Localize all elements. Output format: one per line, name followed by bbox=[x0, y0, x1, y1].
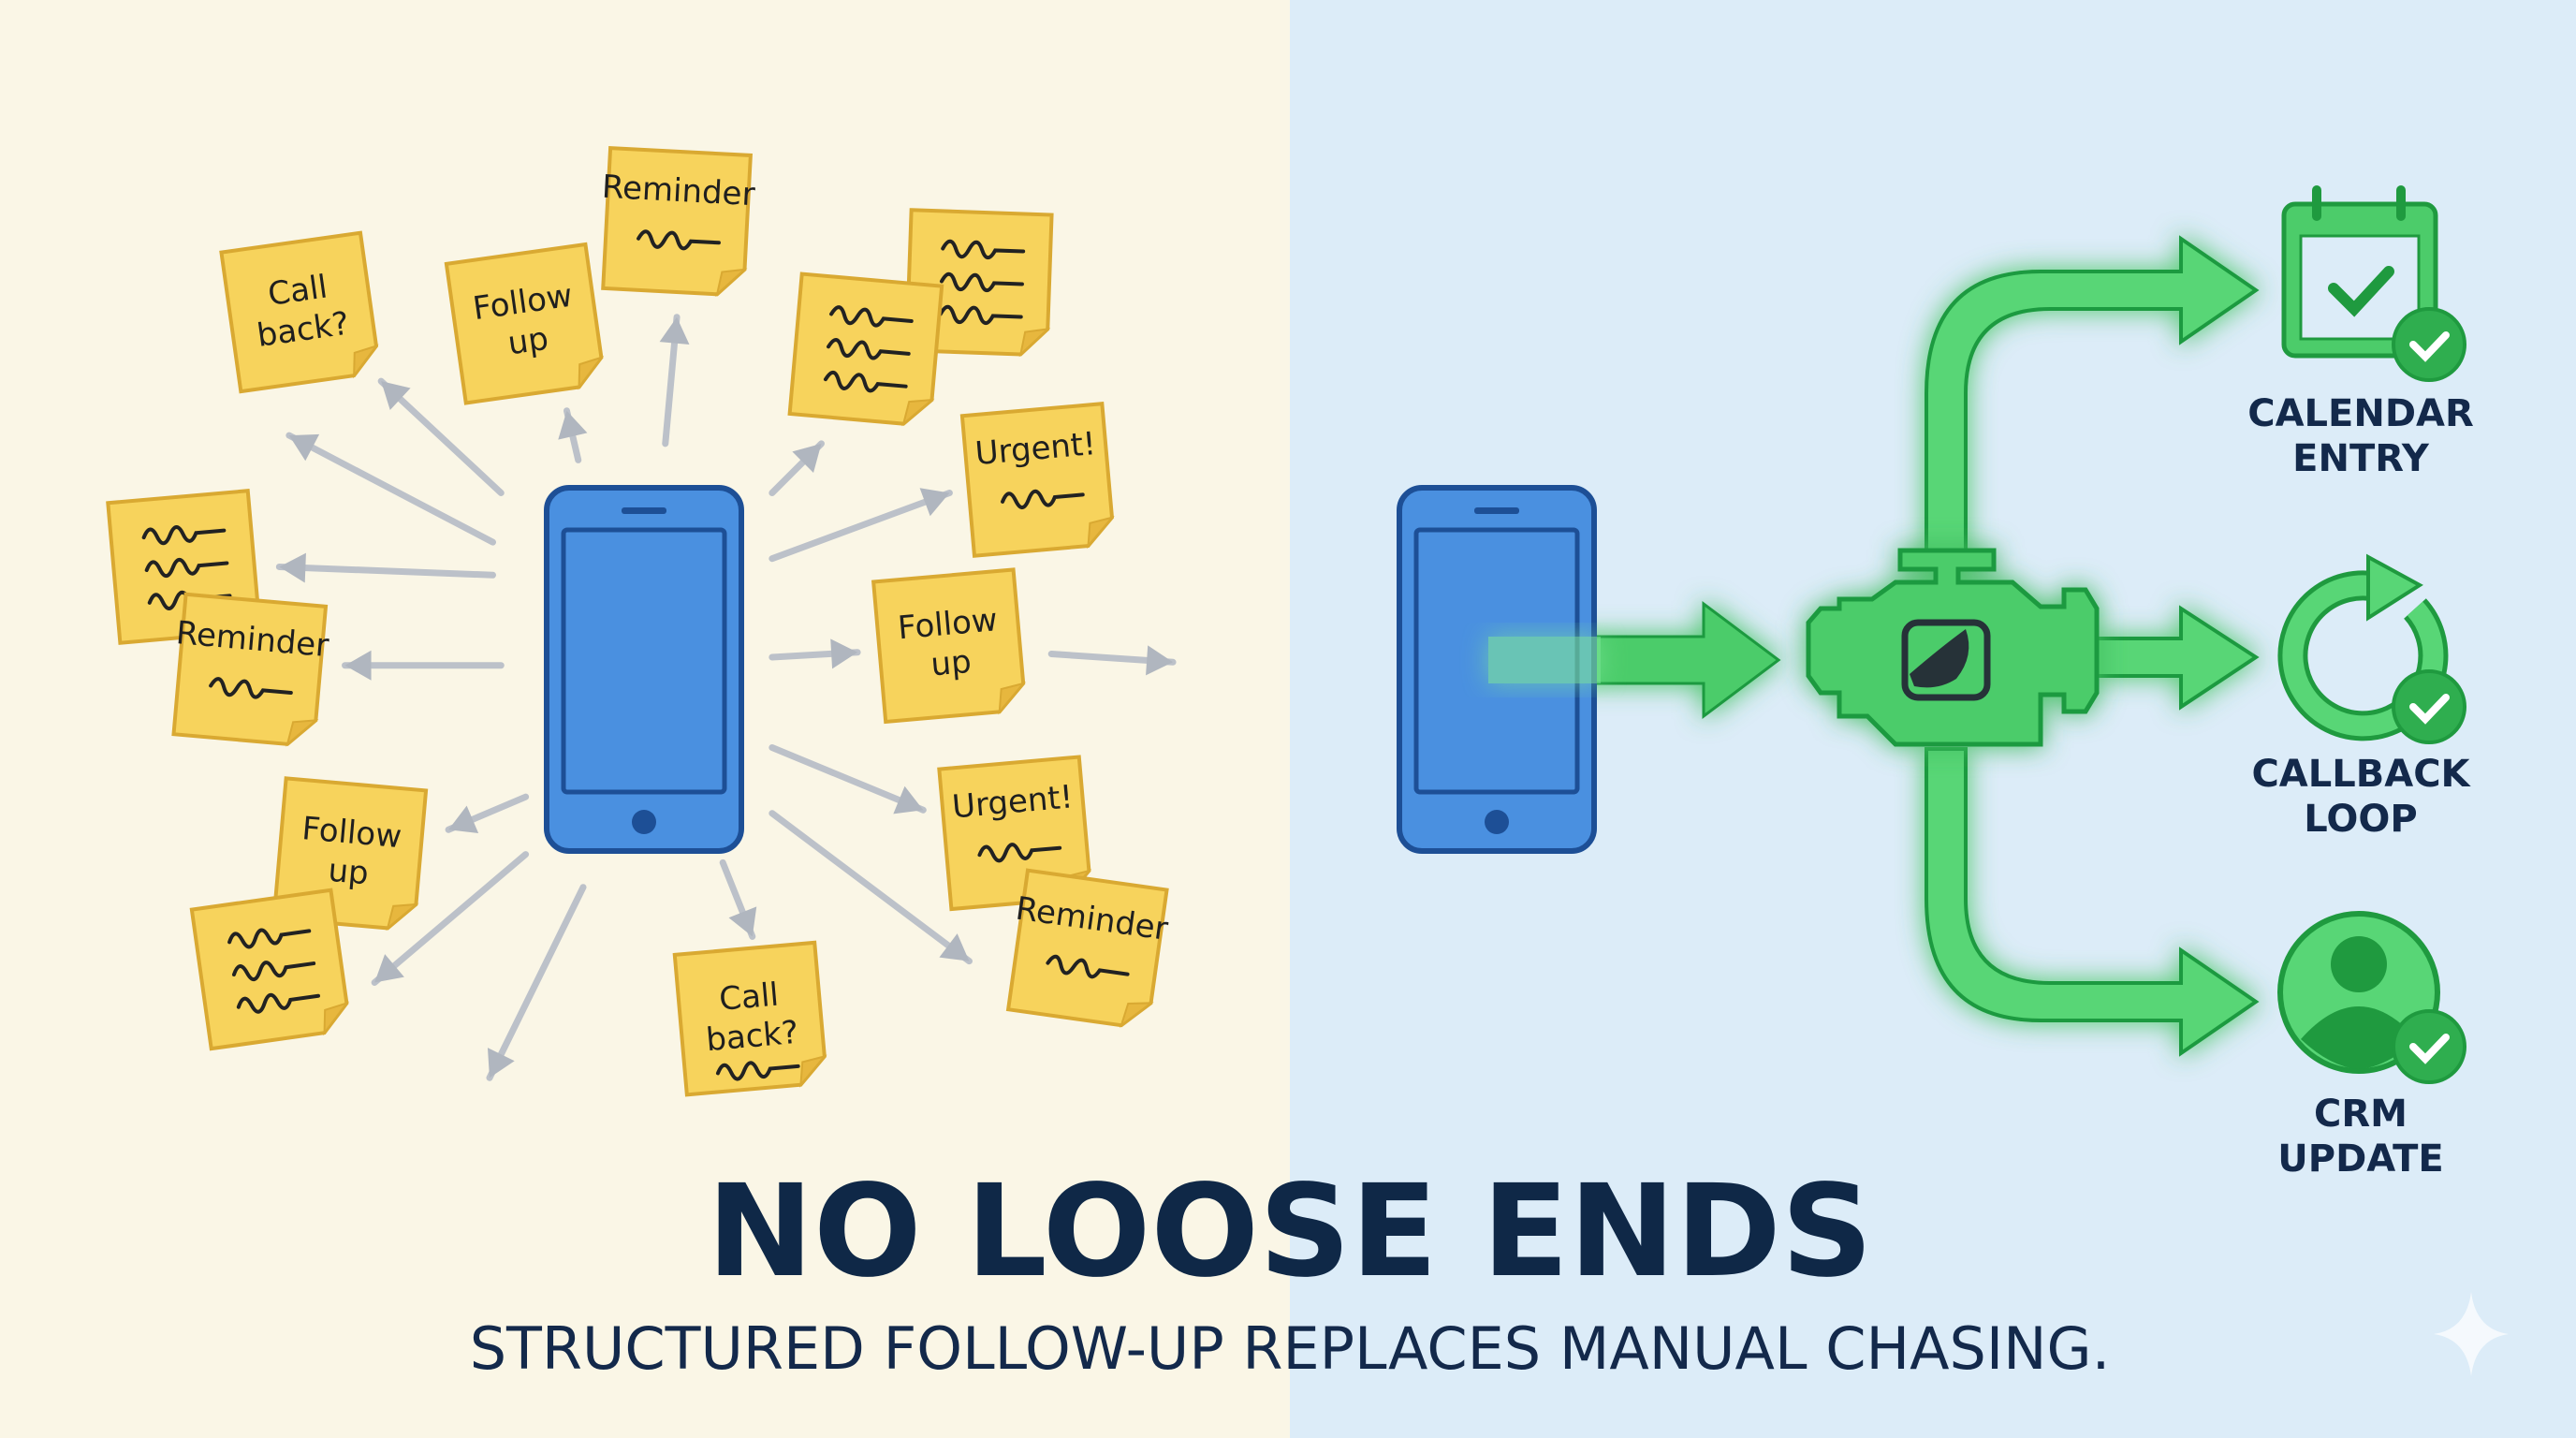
scatter-arrow bbox=[768, 440, 825, 496]
scribble bbox=[227, 928, 312, 949]
scribble bbox=[941, 239, 1026, 260]
scribble bbox=[823, 370, 908, 393]
phone-left-icon bbox=[544, 485, 744, 854]
scatter-arrow bbox=[275, 552, 496, 583]
phone-right-icon bbox=[1397, 485, 1601, 854]
scribble bbox=[940, 271, 1024, 293]
calendar-check-icon bbox=[2281, 185, 2466, 382]
sticky-note-text: Call bbox=[266, 268, 329, 313]
sticky-note-text: Follow bbox=[300, 810, 403, 856]
scribble bbox=[1001, 489, 1085, 510]
sticky-note-text: up bbox=[327, 852, 370, 893]
scribble bbox=[231, 961, 316, 982]
sticky-note: Reminder bbox=[1005, 868, 1170, 1028]
scatter-arrow bbox=[486, 884, 587, 1081]
sticky-note-text: up bbox=[505, 320, 550, 363]
callback-label-line2: LOOP bbox=[2304, 798, 2417, 841]
page-title: NO LOOSE ENDS bbox=[707, 1158, 1873, 1306]
sticky-note-text: Reminder bbox=[601, 169, 755, 214]
scribble bbox=[209, 677, 293, 699]
user-profile-icon bbox=[2277, 911, 2466, 1084]
sticky-note-text: back? bbox=[705, 1014, 800, 1059]
crm-label-line1: CRM bbox=[2314, 1093, 2408, 1136]
scribble bbox=[938, 304, 1023, 326]
sticky-note-text: up bbox=[929, 643, 973, 684]
scribble bbox=[236, 992, 320, 1014]
callback-label-line1: CALLBACK bbox=[2251, 753, 2471, 796]
scatter-arrow bbox=[285, 432, 496, 546]
calendar-label-line2: ENTRY bbox=[2292, 437, 2430, 480]
sticky-note-text: Call bbox=[718, 976, 781, 1018]
scatter-arrow bbox=[371, 851, 530, 986]
scribble bbox=[1046, 954, 1130, 979]
sticky-note bbox=[189, 888, 350, 1051]
scatter-arrow bbox=[377, 377, 505, 496]
scribble bbox=[144, 557, 229, 579]
scatter-arrows bbox=[275, 314, 1177, 1081]
scribble bbox=[827, 338, 911, 360]
scatter-arrow bbox=[659, 314, 690, 448]
scatter-arrow bbox=[768, 488, 953, 563]
scribble bbox=[141, 525, 227, 546]
scatter-arrow bbox=[558, 407, 588, 463]
sticky-note-text: Follow bbox=[897, 601, 1000, 647]
scatter-arrow bbox=[768, 810, 973, 965]
sticky-notes: Callback?FollowupReminderUrgent!Reminder… bbox=[106, 146, 1170, 1097]
engine-bird-logo-icon bbox=[1806, 548, 2100, 747]
scatter-arrow bbox=[445, 793, 530, 834]
sticky-note: Reminder bbox=[601, 146, 756, 298]
sticky-note: Reminder bbox=[171, 592, 330, 747]
sticky-note: Urgent! bbox=[959, 402, 1115, 558]
scribble bbox=[637, 229, 721, 251]
scribble bbox=[829, 305, 914, 328]
scribble bbox=[715, 1061, 800, 1081]
scatter-arrow bbox=[342, 650, 505, 681]
scatter-arrow bbox=[768, 638, 861, 669]
sticky-note bbox=[787, 271, 944, 427]
calendar-label-line1: CALENDAR bbox=[2247, 392, 2474, 435]
sparkle-icon bbox=[2434, 1292, 2509, 1376]
crm-label-line2: UPDATE bbox=[2277, 1137, 2443, 1181]
refresh-loop-icon bbox=[2277, 553, 2466, 744]
scribble bbox=[977, 843, 1062, 863]
scatter-arrow bbox=[1047, 645, 1177, 676]
page-subtitle: STRUCTURED FOLLOW-UP REPLACES MANUAL CHA… bbox=[470, 1314, 2111, 1383]
scatter-arrow bbox=[719, 858, 757, 940]
flow-arrows bbox=[1496, 235, 2260, 1057]
scatter-arrow bbox=[768, 744, 927, 814]
sticky-note: Urgent! bbox=[937, 755, 1092, 912]
